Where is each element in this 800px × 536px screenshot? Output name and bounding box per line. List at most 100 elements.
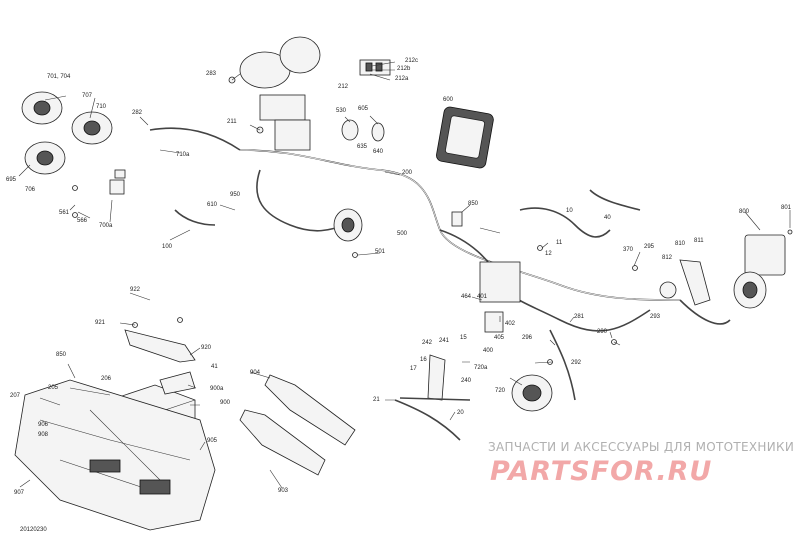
callout-501: 501: [375, 249, 386, 255]
callout-800: 800: [739, 209, 750, 215]
callout-212b: 212b: [397, 66, 411, 72]
callout-810: 810: [675, 241, 686, 247]
fuse-850: [451, 211, 463, 227]
callout-296: 296: [522, 335, 533, 341]
watermark-logo: PARTSFOR.RU: [490, 456, 713, 487]
callout-206: 206: [101, 376, 112, 382]
drawing-number: 20120230: [20, 527, 47, 533]
callout-920: 920: [201, 345, 212, 351]
callout-640: 640: [373, 149, 384, 155]
relay-block-212: [359, 59, 391, 76]
callout-41: 41: [211, 364, 218, 370]
callout-207: 207: [10, 393, 21, 399]
callout-290: 290: [597, 329, 608, 335]
callout-707: 707: [82, 93, 93, 99]
callout-282: 282: [132, 110, 143, 116]
callout-401: 401: [477, 294, 488, 300]
callout-100: 100: [162, 244, 173, 250]
callout-212c: 212c: [405, 58, 419, 64]
callout-16: 16: [420, 357, 427, 363]
callout-600: 600: [443, 97, 454, 103]
callout-20: 20: [457, 410, 464, 416]
callout-801: 801: [781, 205, 792, 211]
callout-950: 950: [230, 192, 241, 198]
floor-tray-907: [14, 379, 216, 531]
callout-903: 903: [278, 488, 289, 494]
callout-240: 240: [461, 378, 472, 384]
callout-706: 706: [25, 187, 36, 193]
callout-500: 500: [397, 231, 408, 237]
callout-212a: 212a: [395, 76, 409, 82]
gauge-module-283: [239, 36, 321, 151]
bracket-240: [394, 354, 471, 441]
callout-700a: 700a: [99, 223, 113, 229]
callout-295: 295: [644, 244, 655, 250]
callout-605: 605: [358, 106, 369, 112]
battery-800: [733, 234, 786, 309]
callout-811: 811: [694, 238, 704, 244]
callout-710a: 710a: [176, 152, 190, 158]
headlight-assembly-701: [21, 91, 126, 195]
callout-905: 905: [207, 438, 218, 444]
actuator-500: [333, 208, 363, 242]
callout-15: 15: [460, 335, 467, 341]
callout-530: 530: [336, 108, 347, 114]
callout-906: 906: [38, 422, 49, 428]
callout-242: 242: [422, 340, 433, 346]
callout-211: 211: [227, 119, 237, 125]
guard-903: [239, 409, 326, 476]
callout-11: 11: [556, 240, 563, 246]
callout-710: 710: [96, 104, 107, 110]
callout-17: 17: [410, 366, 417, 372]
callout-701-704: 701, 704: [47, 74, 71, 80]
callout-904: 904: [250, 370, 261, 376]
callout-281: 281: [574, 314, 585, 320]
callout-464: 464: [461, 294, 472, 300]
callout-293: 293: [650, 314, 661, 320]
callout-720a: 720a: [474, 365, 488, 371]
bracket-810: [659, 259, 711, 306]
callout-561: 561: [59, 210, 70, 216]
callout-40: 40: [604, 215, 611, 221]
fasteners: [72, 76, 793, 365]
callout-283: 283: [206, 71, 217, 77]
callout-12: 12: [545, 251, 552, 257]
callout-566: 566: [77, 218, 88, 224]
callout-370: 370: [623, 247, 634, 253]
callout-812: 812: [662, 255, 673, 261]
callout-921: 921: [95, 320, 106, 326]
callout-922: 922: [130, 287, 141, 293]
support-41: [159, 371, 196, 395]
callout-205: 205: [48, 385, 59, 391]
callout-400: 400: [483, 348, 494, 354]
callout-610: 610: [207, 202, 218, 208]
light-720: [511, 374, 553, 412]
callout-212: 212: [338, 84, 349, 90]
switch-400: [479, 261, 521, 333]
callout-900a: 900a: [210, 386, 224, 392]
callout-292: 292: [571, 360, 582, 366]
callout-908: 908: [38, 432, 49, 438]
callout-850-lower: 850: [56, 352, 67, 358]
callout-635: 635: [357, 144, 368, 150]
callout-241: 241: [439, 338, 450, 344]
strap-920: [124, 329, 196, 363]
leader-lines: [18, 61, 791, 489]
callout-402: 402: [505, 321, 516, 327]
sensor-530: [341, 119, 385, 142]
guard-904: [264, 374, 356, 446]
callout-405: 405: [494, 335, 505, 341]
callout-10: 10: [566, 208, 573, 214]
watermark-tagline: ЗАПЧАСТИ И АКСЕССУАРЫ ДЛЯ МОТОТЕХНИКИ: [488, 440, 795, 454]
callout-200: 200: [402, 170, 413, 176]
callout-695: 695: [6, 177, 17, 183]
callout-850: 850: [468, 201, 479, 207]
callout-720: 720: [495, 388, 506, 394]
callout-907: 907: [14, 490, 25, 496]
main-wiring-harness: [149, 127, 731, 401]
ecu-module-600: [436, 106, 494, 169]
callout-21: 21: [373, 397, 380, 403]
callout-900: 900: [220, 400, 231, 406]
